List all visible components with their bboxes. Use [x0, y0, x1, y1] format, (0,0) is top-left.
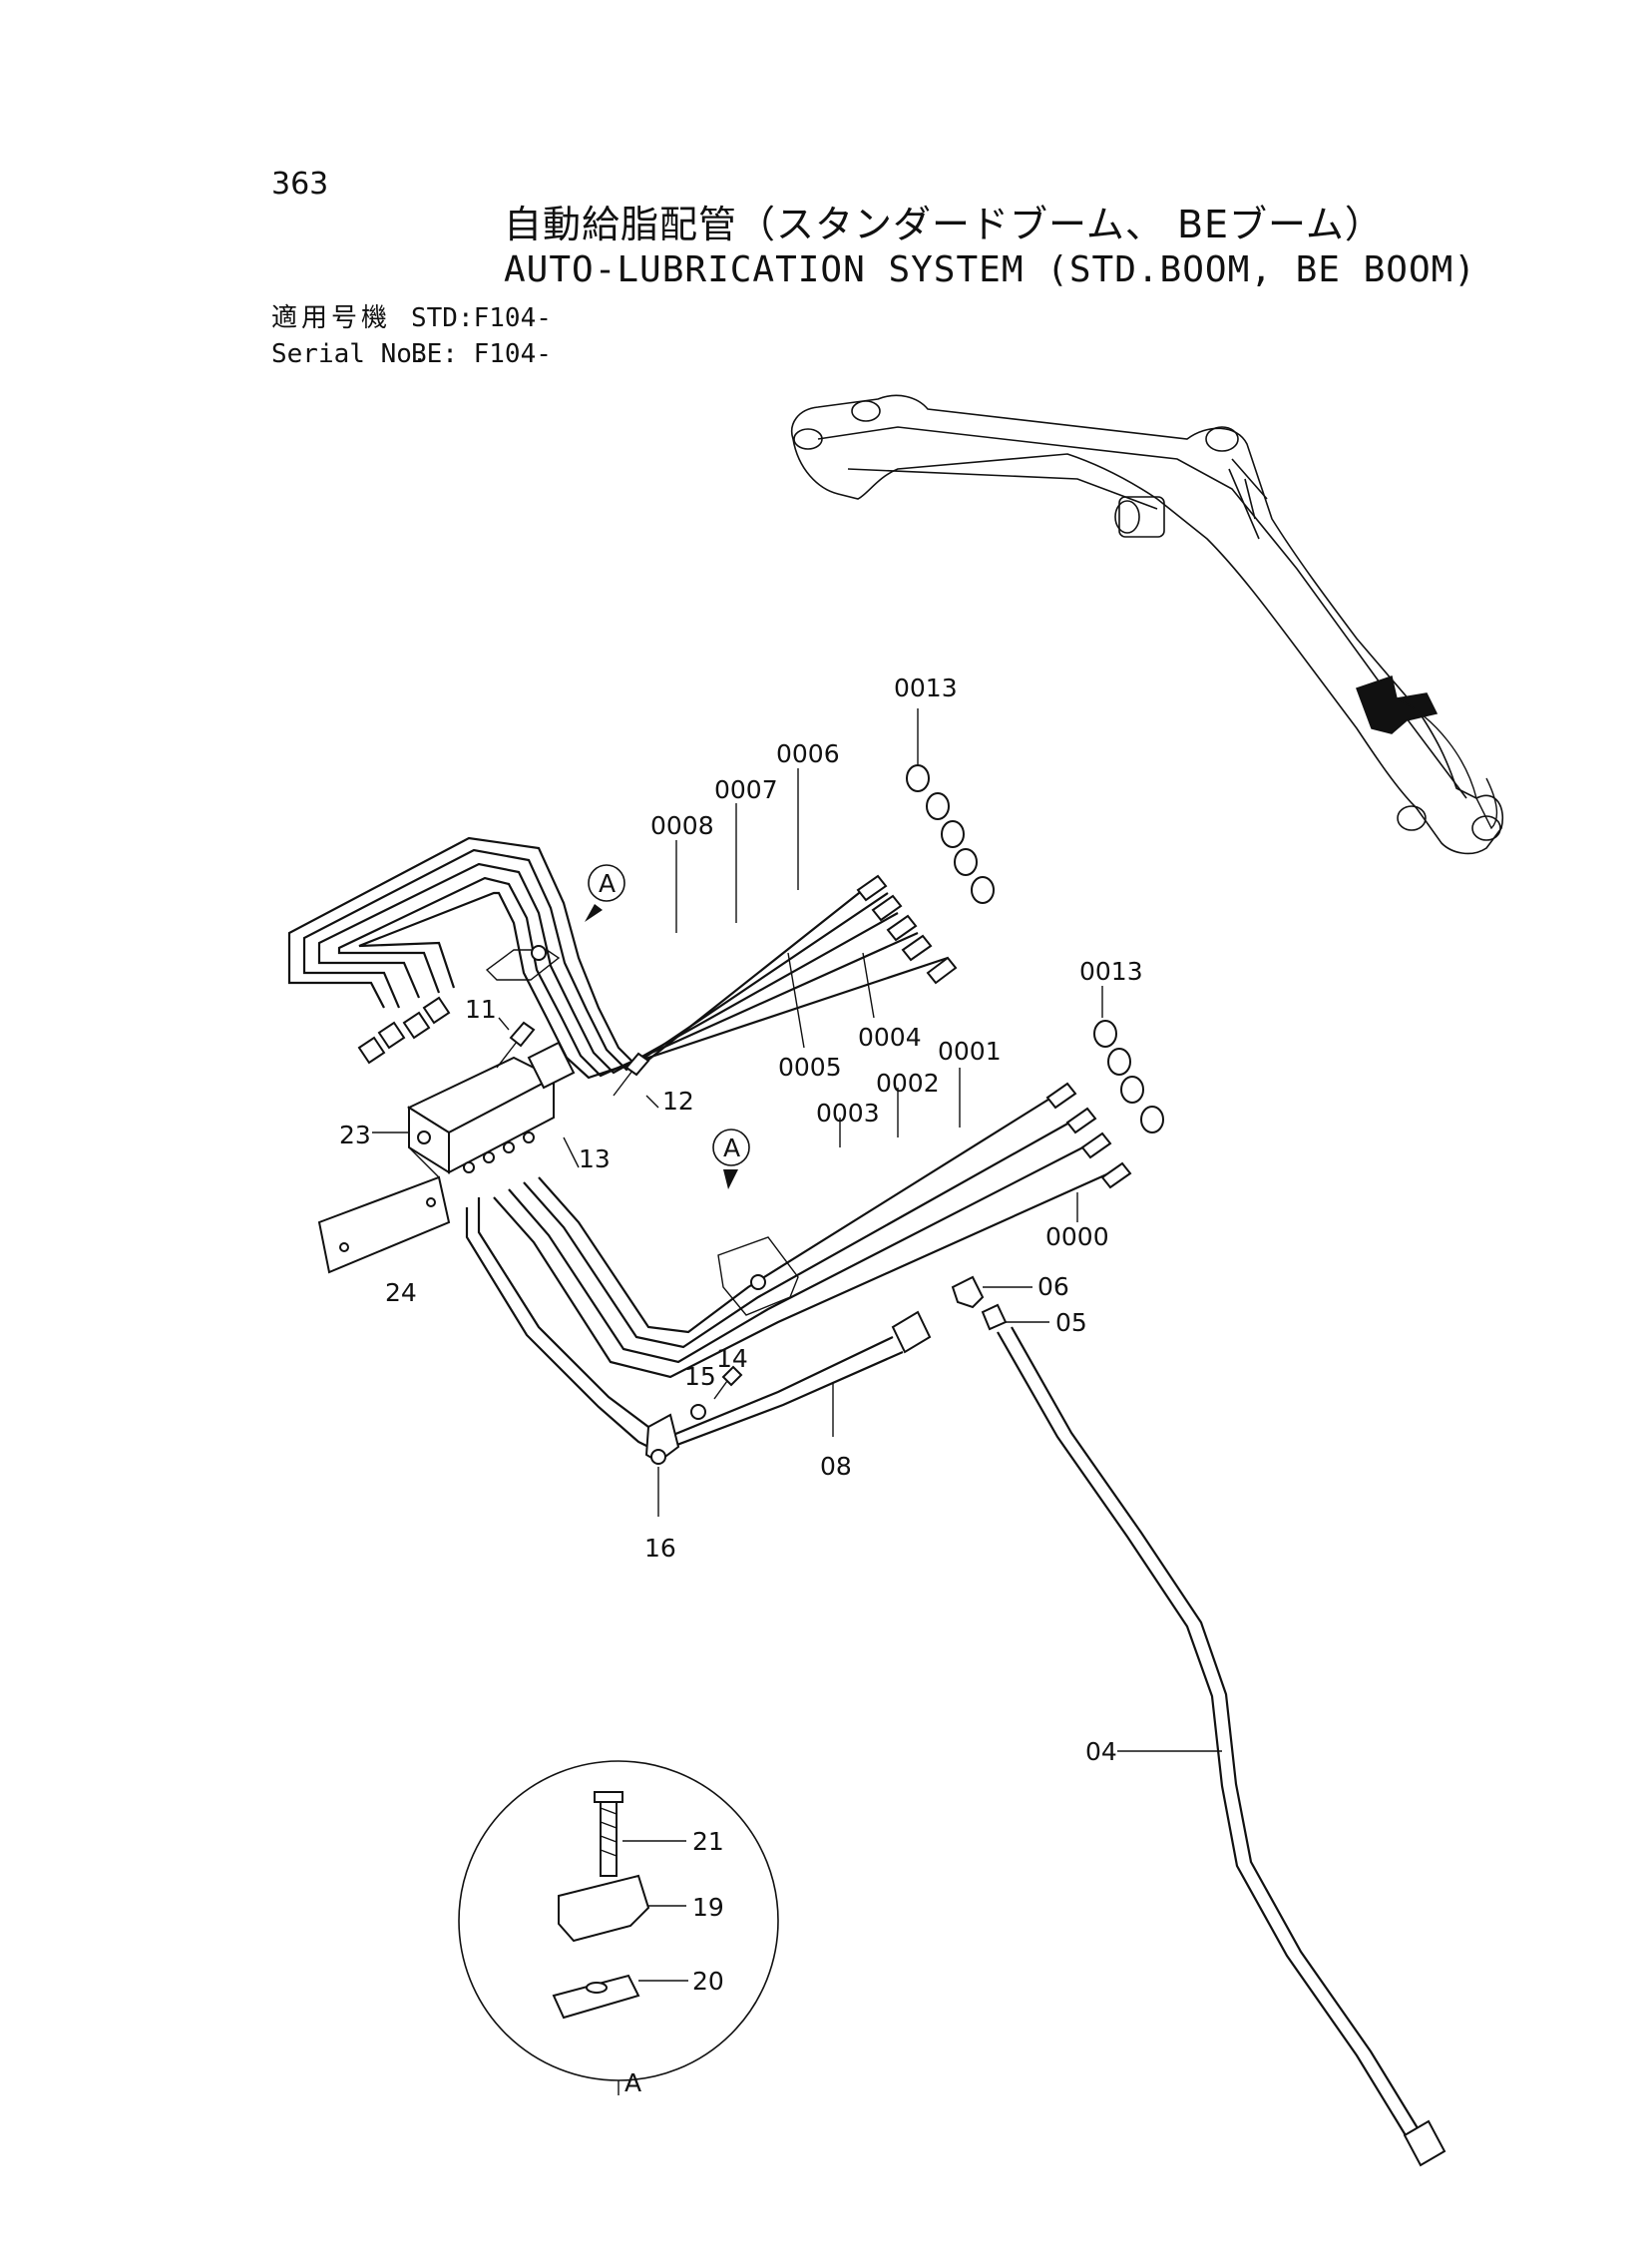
bracket-24 — [317, 1146, 451, 1274]
label-0000: 0000 — [1045, 1222, 1109, 1251]
distributor-block — [357, 996, 576, 1174]
label-06: 06 — [1037, 1272, 1069, 1301]
adapter-05 — [981, 1303, 1008, 1331]
upper-pipe-bundle — [287, 836, 949, 1080]
page-title-english: AUTO-LUBRICATION SYSTEM (STD.BOOM, BE BO… — [504, 249, 1476, 290]
page-number: 363 — [271, 167, 329, 202]
supply-hose-08 — [465, 1197, 932, 1454]
bolt-14 — [713, 1365, 743, 1400]
label-20: 20 — [692, 1967, 724, 1996]
label-05: 05 — [1055, 1308, 1087, 1337]
label-24: 24 — [385, 1278, 417, 1307]
label-0003: 0003 — [816, 1099, 880, 1128]
hose-04 — [997, 1326, 1446, 2167]
label-13: 13 — [579, 1144, 611, 1173]
detail-a-view — [458, 1760, 779, 2081]
upper-nozzles — [856, 874, 958, 985]
label-0007: 0007 — [714, 775, 778, 804]
boom-illustration — [791, 394, 1503, 855]
lower-grease-caps — [1093, 1020, 1164, 1133]
label-0013-upper: 0013 — [894, 674, 958, 702]
label-08: 08 — [820, 1452, 852, 1481]
serial-value-std: STD:F104- — [411, 303, 552, 333]
label-19: 19 — [692, 1893, 724, 1922]
label-16: 16 — [644, 1534, 676, 1563]
leader-lines — [372, 708, 1222, 2095]
label-12: 12 — [662, 1087, 694, 1116]
clip-16 — [644, 1413, 680, 1465]
label-0005: 0005 — [778, 1053, 842, 1082]
label-15: 15 — [684, 1362, 716, 1391]
washer-15 — [690, 1404, 706, 1420]
label-0002: 0002 — [876, 1069, 940, 1098]
label-14: 14 — [716, 1344, 748, 1373]
label-0001: 0001 — [938, 1037, 1002, 1066]
ref-a-lower-marker — [712, 1129, 750, 1189]
serial-label-english: Serial No. — [271, 339, 428, 369]
label-ref-a-upper: A — [599, 869, 616, 898]
serial-value-be: BE: F104- — [411, 339, 552, 369]
label-0006: 0006 — [776, 739, 840, 768]
serial-label-japanese: 適用号機 — [271, 303, 392, 333]
label-detail-a: A — [624, 2068, 641, 2097]
lower-nozzles — [1045, 1082, 1132, 1189]
page-title-japanese: 自動給脂配管（スタンダードブーム、 BEブーム） — [504, 203, 1384, 246]
ref-a-upper-marker — [585, 864, 625, 922]
label-0013-lower: 0013 — [1079, 957, 1143, 986]
label-04: 04 — [1085, 1737, 1117, 1766]
label-0004: 0004 — [858, 1023, 922, 1052]
bolt-11 — [496, 1021, 536, 1069]
label-11: 11 — [465, 995, 497, 1024]
elbow-06 — [951, 1275, 985, 1309]
upper-grease-caps — [906, 764, 995, 904]
lower-pipe-bundle — [493, 1087, 1123, 1379]
label-0008: 0008 — [650, 811, 714, 840]
label-21: 21 — [692, 1827, 724, 1856]
label-23: 23 — [339, 1121, 371, 1149]
label-ref-a-lower: A — [723, 1133, 740, 1162]
bolt-12 — [613, 1052, 650, 1097]
